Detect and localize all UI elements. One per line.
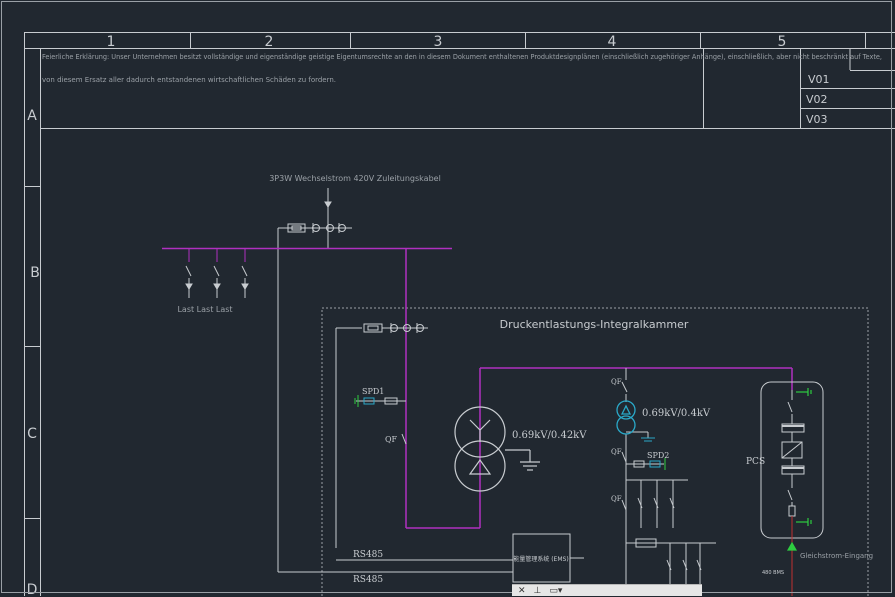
auxiliary-branch xyxy=(622,368,716,596)
loads-label: Last Last Last xyxy=(177,305,232,314)
revision-table: V01 V02 V03 xyxy=(806,73,830,126)
row-label: A xyxy=(27,108,37,124)
pin-icon[interactable]: ⊥ xyxy=(534,585,542,597)
column-label: 2 xyxy=(265,34,274,50)
main-transformer-label: 0.69kV/0.42kV xyxy=(512,430,587,441)
aux-transformer-label: 0.69kV/0.4kV xyxy=(642,408,711,419)
column-label: 3 xyxy=(434,34,443,50)
chamber-breaker-branch xyxy=(336,323,428,548)
spd1-label: SPD1 xyxy=(362,387,384,396)
qf-label: QF xyxy=(611,378,622,386)
ems-label: 能量管理系统 (EMS) xyxy=(513,555,568,563)
feed-cable-label: 3P3W Wechselstrom 420V Zuleitungskabel xyxy=(269,174,441,183)
revision-label: V03 xyxy=(806,113,828,126)
chamber-feed-bus xyxy=(406,248,792,528)
column-label: 1 xyxy=(107,34,116,50)
pressure-relief-chamber-outline xyxy=(322,308,868,596)
qf-main-label: QF xyxy=(385,435,398,444)
dc-input-label: Gleichstrom-Eingang xyxy=(800,552,873,560)
incoming-feed xyxy=(278,188,352,572)
row-label: D xyxy=(27,582,38,596)
view-mode-icon[interactable]: ▭▾ xyxy=(549,585,562,597)
main-transformer-symbol xyxy=(455,407,540,491)
load-feeder-2 xyxy=(214,249,220,298)
rs485-label: RS485 xyxy=(353,575,383,585)
floating-view-toolbar[interactable]: ✕ ⊥ ▭▾ xyxy=(512,584,702,596)
column-labels: 1 2 3 4 5 xyxy=(107,34,787,50)
load-feeder-3 xyxy=(242,249,248,298)
copyright-notice-line-2: von diesem Ersatz aller dadurch entstand… xyxy=(42,76,336,84)
copyright-notice-line-1: Feierliche Erklärung: Unser Unternehmen … xyxy=(42,53,882,61)
column-label: 4 xyxy=(608,34,617,50)
qf-label: QF xyxy=(611,448,622,456)
auxiliary-transformer-symbol xyxy=(617,401,635,434)
close-icon[interactable]: ✕ xyxy=(518,585,526,597)
pcs-label: PCS xyxy=(746,457,765,467)
chamber-label: Druckentlastungs-Integralkammer xyxy=(500,318,689,331)
revision-label: V01 xyxy=(808,73,830,86)
revision-label: V02 xyxy=(806,93,828,106)
rs485-label: RS485 xyxy=(353,550,383,560)
qf-label: QF xyxy=(611,495,622,503)
row-labels: A B C D xyxy=(27,108,40,596)
drawing-frame xyxy=(24,32,895,596)
row-label: C xyxy=(27,426,37,442)
bms-label: 480 BMS xyxy=(762,570,784,576)
column-label: 5 xyxy=(778,34,787,50)
pcs-cabinet-symbol xyxy=(761,382,823,596)
load-feeders xyxy=(186,249,248,298)
load-feeder-1 xyxy=(186,249,192,298)
row-label: B xyxy=(30,265,40,281)
spd2-label: SPD2 xyxy=(647,451,669,460)
